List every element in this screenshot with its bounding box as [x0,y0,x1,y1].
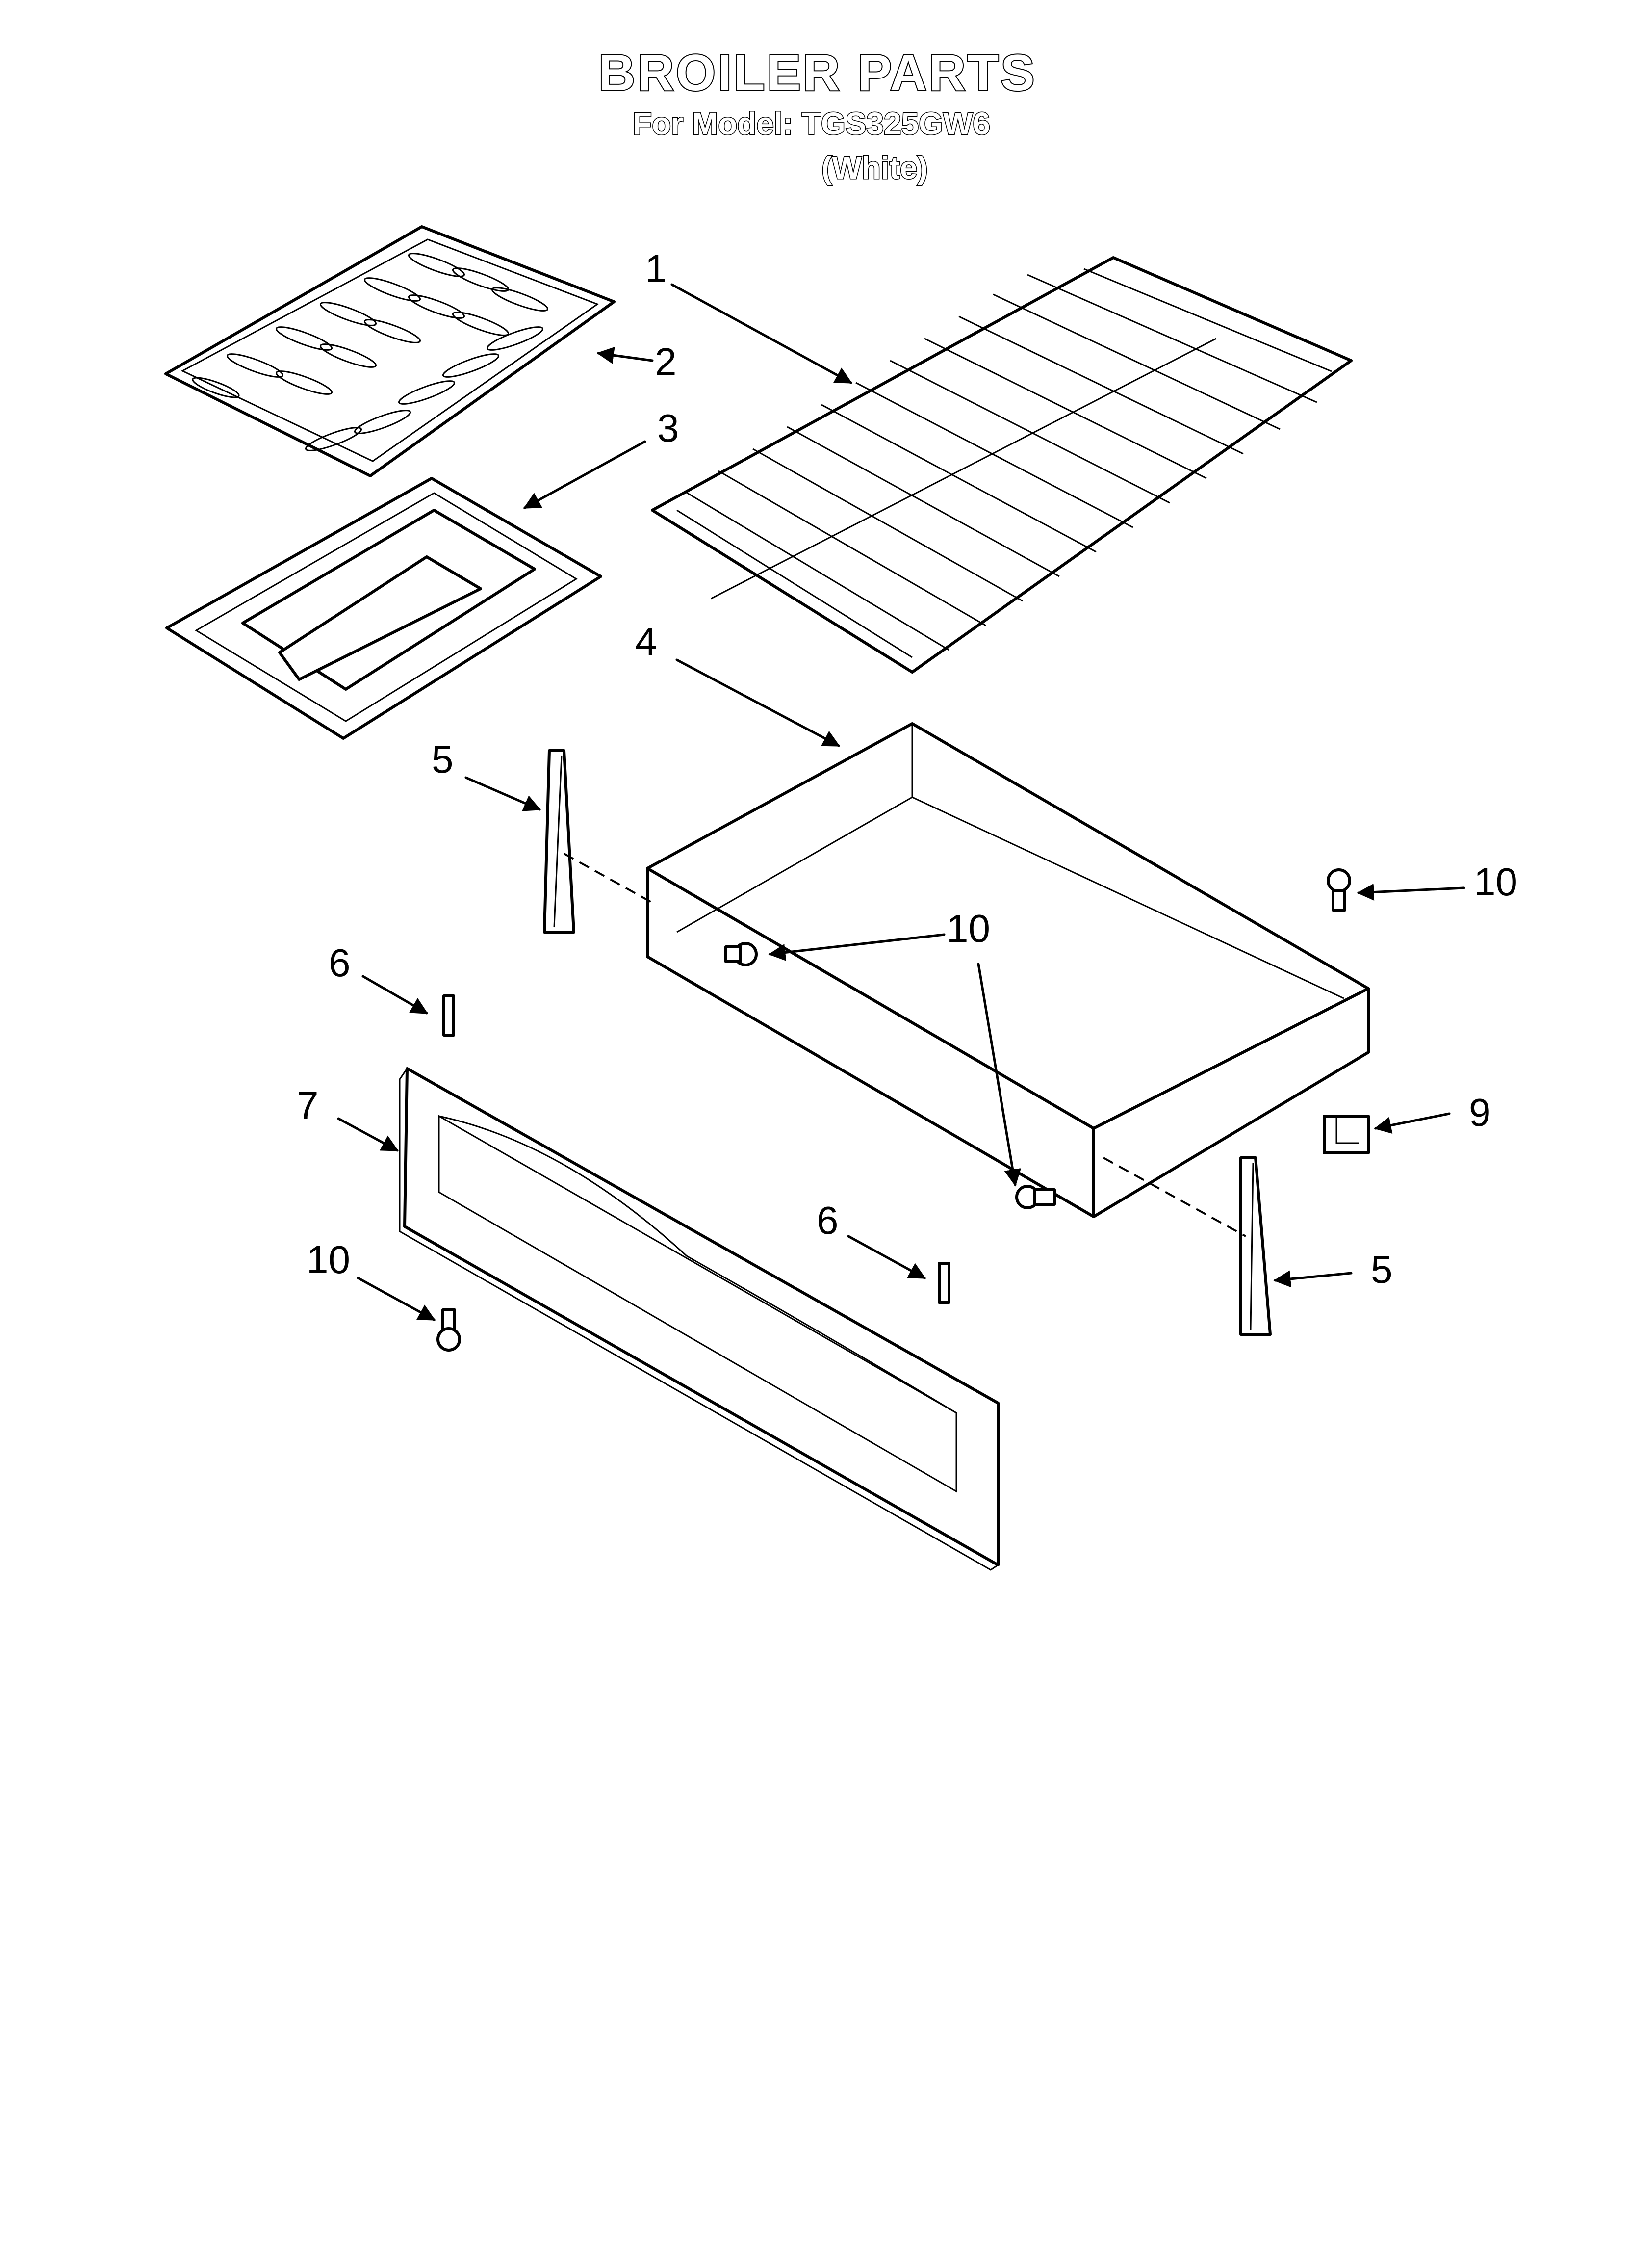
screw-part-10-d [436,1308,461,1352]
bracket-part-9 [1323,1115,1370,1154]
callout-10-panel: 10 [307,1238,350,1281]
oven-rack-part-1 [651,256,1353,674]
callout-10-drawer-right: 10 [1474,860,1517,904]
drawer-slide-part-5-right [1239,1156,1272,1336]
screw-part-10-c [1015,1185,1056,1209]
callout-2: 2 [655,340,677,384]
leader-lines [337,283,1465,1321]
broiler-drawer-part-4 [646,722,1370,1218]
slide-alignment-line-right [1103,1157,1246,1237]
callout-3: 3 [657,406,679,450]
color-variant: (White) [821,150,929,186]
broiler-pan-part-3 [165,477,602,740]
callout-1: 1 [645,247,667,290]
callout-7: 7 [297,1083,319,1127]
drawer-slide-part-5-left [543,749,575,934]
callout-10-drawer-left: 10 [947,907,990,950]
drawer-pin-part-6-left [442,994,455,1037]
drawer-pin-part-6-right [938,1262,950,1304]
screw-part-10-a [724,942,758,966]
callout-6-left: 6 [329,941,351,985]
callout-6-right: 6 [817,1199,839,1242]
callout-5-right: 5 [1371,1248,1393,1291]
broiler-grid-part-2 [164,225,616,477]
callout-5-left: 5 [432,737,454,781]
model-number: For Model: TGS325GW6 [632,105,991,142]
slide-alignment-line-left [564,853,653,904]
screw-part-10-b [1327,868,1351,912]
diagram-title: BROILER PARTS [597,44,1037,103]
drawer-panel-part-7 [399,1067,1000,1571]
callout-4: 4 [635,620,657,663]
callout-9: 9 [1469,1091,1491,1134]
